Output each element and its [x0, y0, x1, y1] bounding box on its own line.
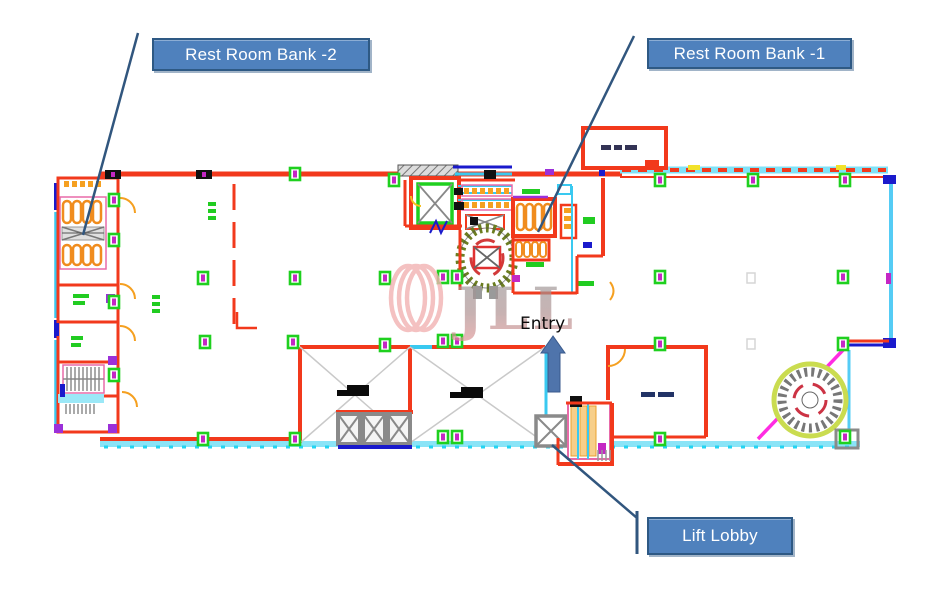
watermark-text: JLL	[451, 275, 577, 343]
callout-lines	[81, 32, 639, 554]
rest-room-bank-1-area	[397, 126, 668, 301]
label-rest-room-bank-1-text: Rest Room Bank -1	[673, 43, 826, 63]
label-rest-room-bank-1: Rest Room Bank -1	[647, 38, 852, 69]
callout-line-lift-lobby	[551, 444, 638, 519]
label-rest-room-bank-2-text: Rest Room Bank -2	[185, 44, 337, 64]
jll-watermark: JLL	[388, 263, 577, 343]
rest-room-bank-2-area	[54, 176, 257, 434]
label-rest-room-bank-2: Rest Room Bank -2	[152, 38, 370, 71]
callout-line-rest-room-bank-2	[81, 32, 140, 236]
wash-fixtures	[464, 188, 509, 208]
label-lift-lobby: Lift Lobby	[647, 517, 793, 555]
column-grid	[105, 166, 891, 447]
corner-spiral-stair	[771, 361, 860, 450]
door-swing-arcs	[119, 197, 138, 408]
lift-core-area	[298, 345, 546, 449]
label-entry: Entry	[520, 314, 566, 334]
lift-lobby-area	[534, 345, 708, 466]
entry-arrow	[540, 335, 566, 393]
label-lift-lobby-text: Lift Lobby	[682, 526, 758, 545]
callout-line-rest-room-bank-1	[536, 35, 636, 233]
lift-shafts	[336, 412, 412, 446]
